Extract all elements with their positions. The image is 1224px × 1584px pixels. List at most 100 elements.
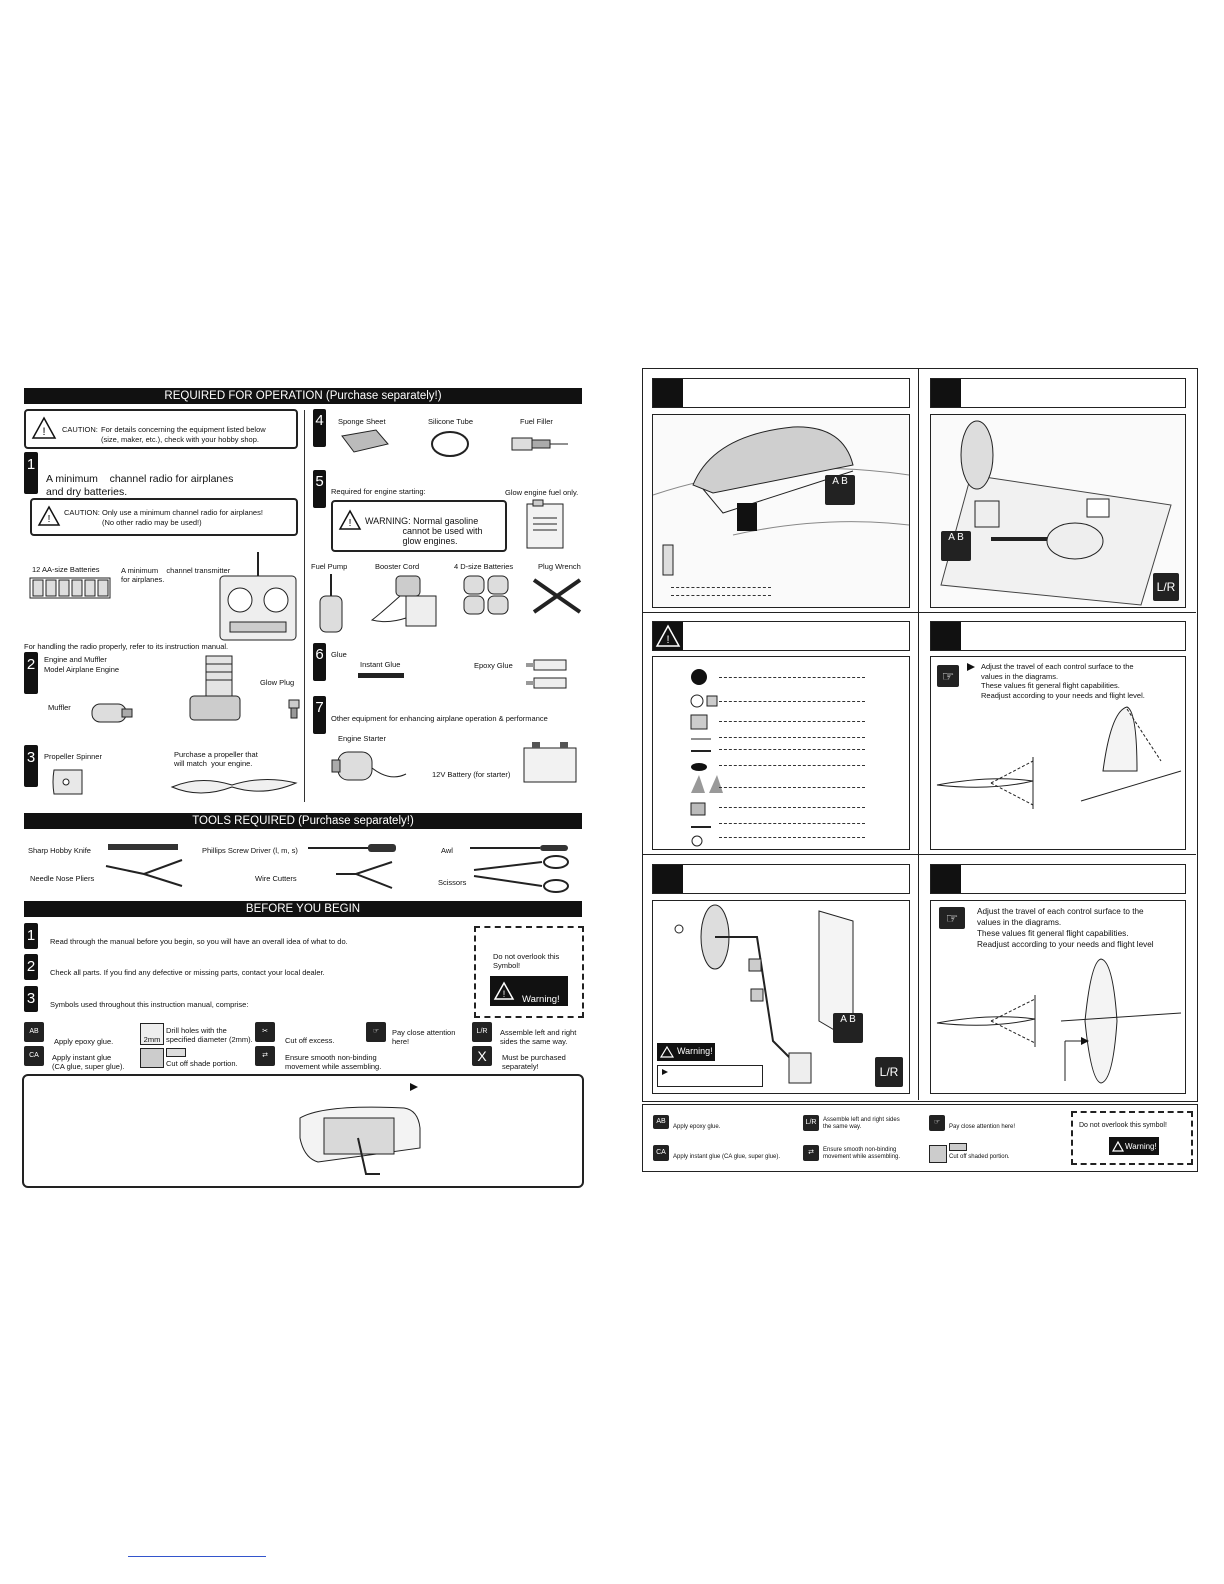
canopy-image (652, 426, 910, 576)
engine-starter-label: Engine Starter (338, 734, 386, 743)
booster-cord-label: Booster Cord (375, 562, 420, 571)
link-underline[interactable] (128, 1556, 266, 1557)
step-header-wheel (930, 378, 1186, 408)
epoxy-glue-icon: AB (653, 1115, 669, 1129)
symbol-instant-glue: Apply instant glue (CA glue, super glue)… (52, 1053, 125, 1071)
engine-starter-image (331, 751, 407, 781)
step-4-number: 4 (313, 409, 326, 447)
spinner-image (52, 769, 83, 795)
plug-wrench-image (532, 578, 582, 614)
bottom-example-box (22, 1074, 584, 1188)
purchase-separately-icon: X (472, 1046, 492, 1066)
glow-fuel-label: Glow engine fuel only. (505, 488, 579, 497)
epoxy-glue-image (526, 659, 567, 689)
step-header-warning: ! (652, 621, 910, 651)
tool-hobby-knife: Sharp Hobby Knife (28, 846, 91, 855)
smooth-movement-icon: ⇄ (255, 1046, 275, 1066)
legend-box: AB Apply epoxy glue. L/R Assemble left a… (642, 1104, 1198, 1172)
parts-line-g (719, 787, 865, 788)
triangle-pointer-icon (410, 1083, 418, 1091)
step-1-line-1: A minimum channel radio for airplanes (46, 473, 234, 485)
propeller-spinner-label: Propeller Spinner (44, 752, 102, 761)
sponge-sheet-image (341, 429, 389, 453)
legend-shade-cut: Cut off shaded portion. (949, 1154, 1010, 1160)
scissors-image (473, 855, 569, 893)
adjust-text-1: Adjust the travel of each control surfac… (981, 662, 1145, 700)
svg-text:!: ! (48, 514, 51, 525)
warning-badge-label: Warning! (1125, 1142, 1157, 1151)
starter-battery-image (523, 742, 577, 783)
overlook-text: Do not overlook this symbol! (1079, 1122, 1167, 1129)
fuel-pump-label: Fuel Pump (311, 562, 348, 571)
pointing-hand-icon: ☞ (937, 665, 959, 687)
begin-1-text: Read through the manual before you begin… (50, 937, 348, 946)
overlook-symbol-box: Do not overlook this symbol! Warning! (1071, 1111, 1193, 1165)
step-5-number: 5 (313, 470, 326, 508)
needle-pliers-image (105, 859, 183, 887)
propeller-image (170, 778, 298, 794)
parts-line-h (719, 807, 865, 808)
caution-text-2: (size, maker, etc.), check with your hob… (101, 435, 259, 444)
muffler-label: Muffler (48, 703, 71, 712)
awl-image (470, 845, 568, 851)
left-right-icon: L/R (875, 1057, 903, 1087)
step-header-canopy (652, 378, 910, 408)
booster-cord-image (370, 575, 437, 627)
instant-glue-image (358, 673, 404, 678)
starter-battery-label: 12V Battery (for starter) (432, 770, 511, 779)
parts-line-j (719, 837, 865, 838)
symbol-smooth-movement: Ensure smooth non-binding movement while… (285, 1053, 382, 1071)
note-box (657, 1065, 763, 1087)
warning-triangle-icon (1111, 1140, 1125, 1152)
legend-epoxy: Apply epoxy glue. (673, 1124, 721, 1130)
warning-badge: Warning! (657, 1043, 715, 1061)
symbol-cut-excess: Cut off excess. (285, 1036, 335, 1045)
tool-needle-pliers: Needle Nose Pliers (30, 874, 95, 883)
right-page-divider-v (918, 368, 919, 1100)
instant-glue-icon: CA (653, 1145, 669, 1161)
shade-swatch (166, 1048, 186, 1057)
left-right-icon: L/R (472, 1022, 492, 1042)
tool-screw-driver: Phillips Screw Driver (l, m, s) (202, 846, 298, 855)
epoxy-glue-icon: A B (941, 531, 971, 561)
fuel-pump-image (319, 574, 343, 633)
glue-label: Glue (331, 650, 347, 659)
warning-triangle-icon: ! (31, 416, 57, 439)
required-header: REQUIRED FOR OPERATION (Purchase separat… (24, 388, 582, 404)
svg-text:!: ! (42, 426, 45, 438)
other-equipment-label: Other equipment for enhancing airplane o… (331, 714, 548, 723)
epoxy-glue-icon: AB (24, 1022, 44, 1042)
tools-header: TOOLS REQUIRED (Purchase separately!) (24, 813, 582, 829)
travel-diagram-1: ☞ Adjust the travel of each control surf… (930, 656, 1186, 850)
wheel-diagram: A B L/R (930, 414, 1186, 608)
caution-2-text-1: Only use a minimum channel radio for air… (102, 508, 263, 517)
wheel-image (940, 420, 1172, 606)
symbol-attention: Pay close attention here! (392, 1028, 456, 1046)
radio-note: For handling the radio properly, refer t… (24, 642, 229, 651)
parts-line-b (719, 701, 865, 702)
caution-2-label: CAUTION: (64, 508, 100, 517)
epoxy-glue-icon: A B (825, 475, 855, 505)
right-page-divider-h2 (642, 854, 1196, 855)
parts-list-diagram (652, 656, 910, 850)
step-header-travel-2 (930, 864, 1186, 894)
parts-icons (690, 669, 723, 847)
symbol-drill: Drill holes with the specified diameter … (166, 1026, 253, 1044)
engine-starting-label: Required for engine starting: (331, 487, 426, 496)
canopy-diagram: A B (652, 414, 910, 608)
silicone-tube-label: Silicone Tube (428, 417, 474, 426)
begin-2-text: Check all parts. If you find any defecti… (50, 968, 325, 977)
d-batteries-label: 4 D-size Batteries (454, 562, 514, 571)
warning-triangle-icon (659, 1045, 675, 1058)
step-1-number: 1 (24, 452, 38, 494)
warning-badge-label: Warning! (522, 994, 560, 1005)
fuel-can-image (526, 499, 564, 549)
model-engine-label: Model Airplane Engine (44, 665, 120, 674)
warning-badge-label: Warning! (677, 1046, 713, 1056)
legend-left-right: Assemble left and right sides the same w… (823, 1117, 900, 1130)
caution-box-2: ! CAUTION: Only use a minimum channel ra… (30, 498, 298, 536)
overlook-symbol-box: Do not overlook this Symbol! ! Warning! (474, 926, 584, 1018)
triangle-pointer-icon (967, 663, 975, 671)
step-6-number: 6 (313, 643, 326, 681)
glow-plug-image (288, 699, 300, 719)
